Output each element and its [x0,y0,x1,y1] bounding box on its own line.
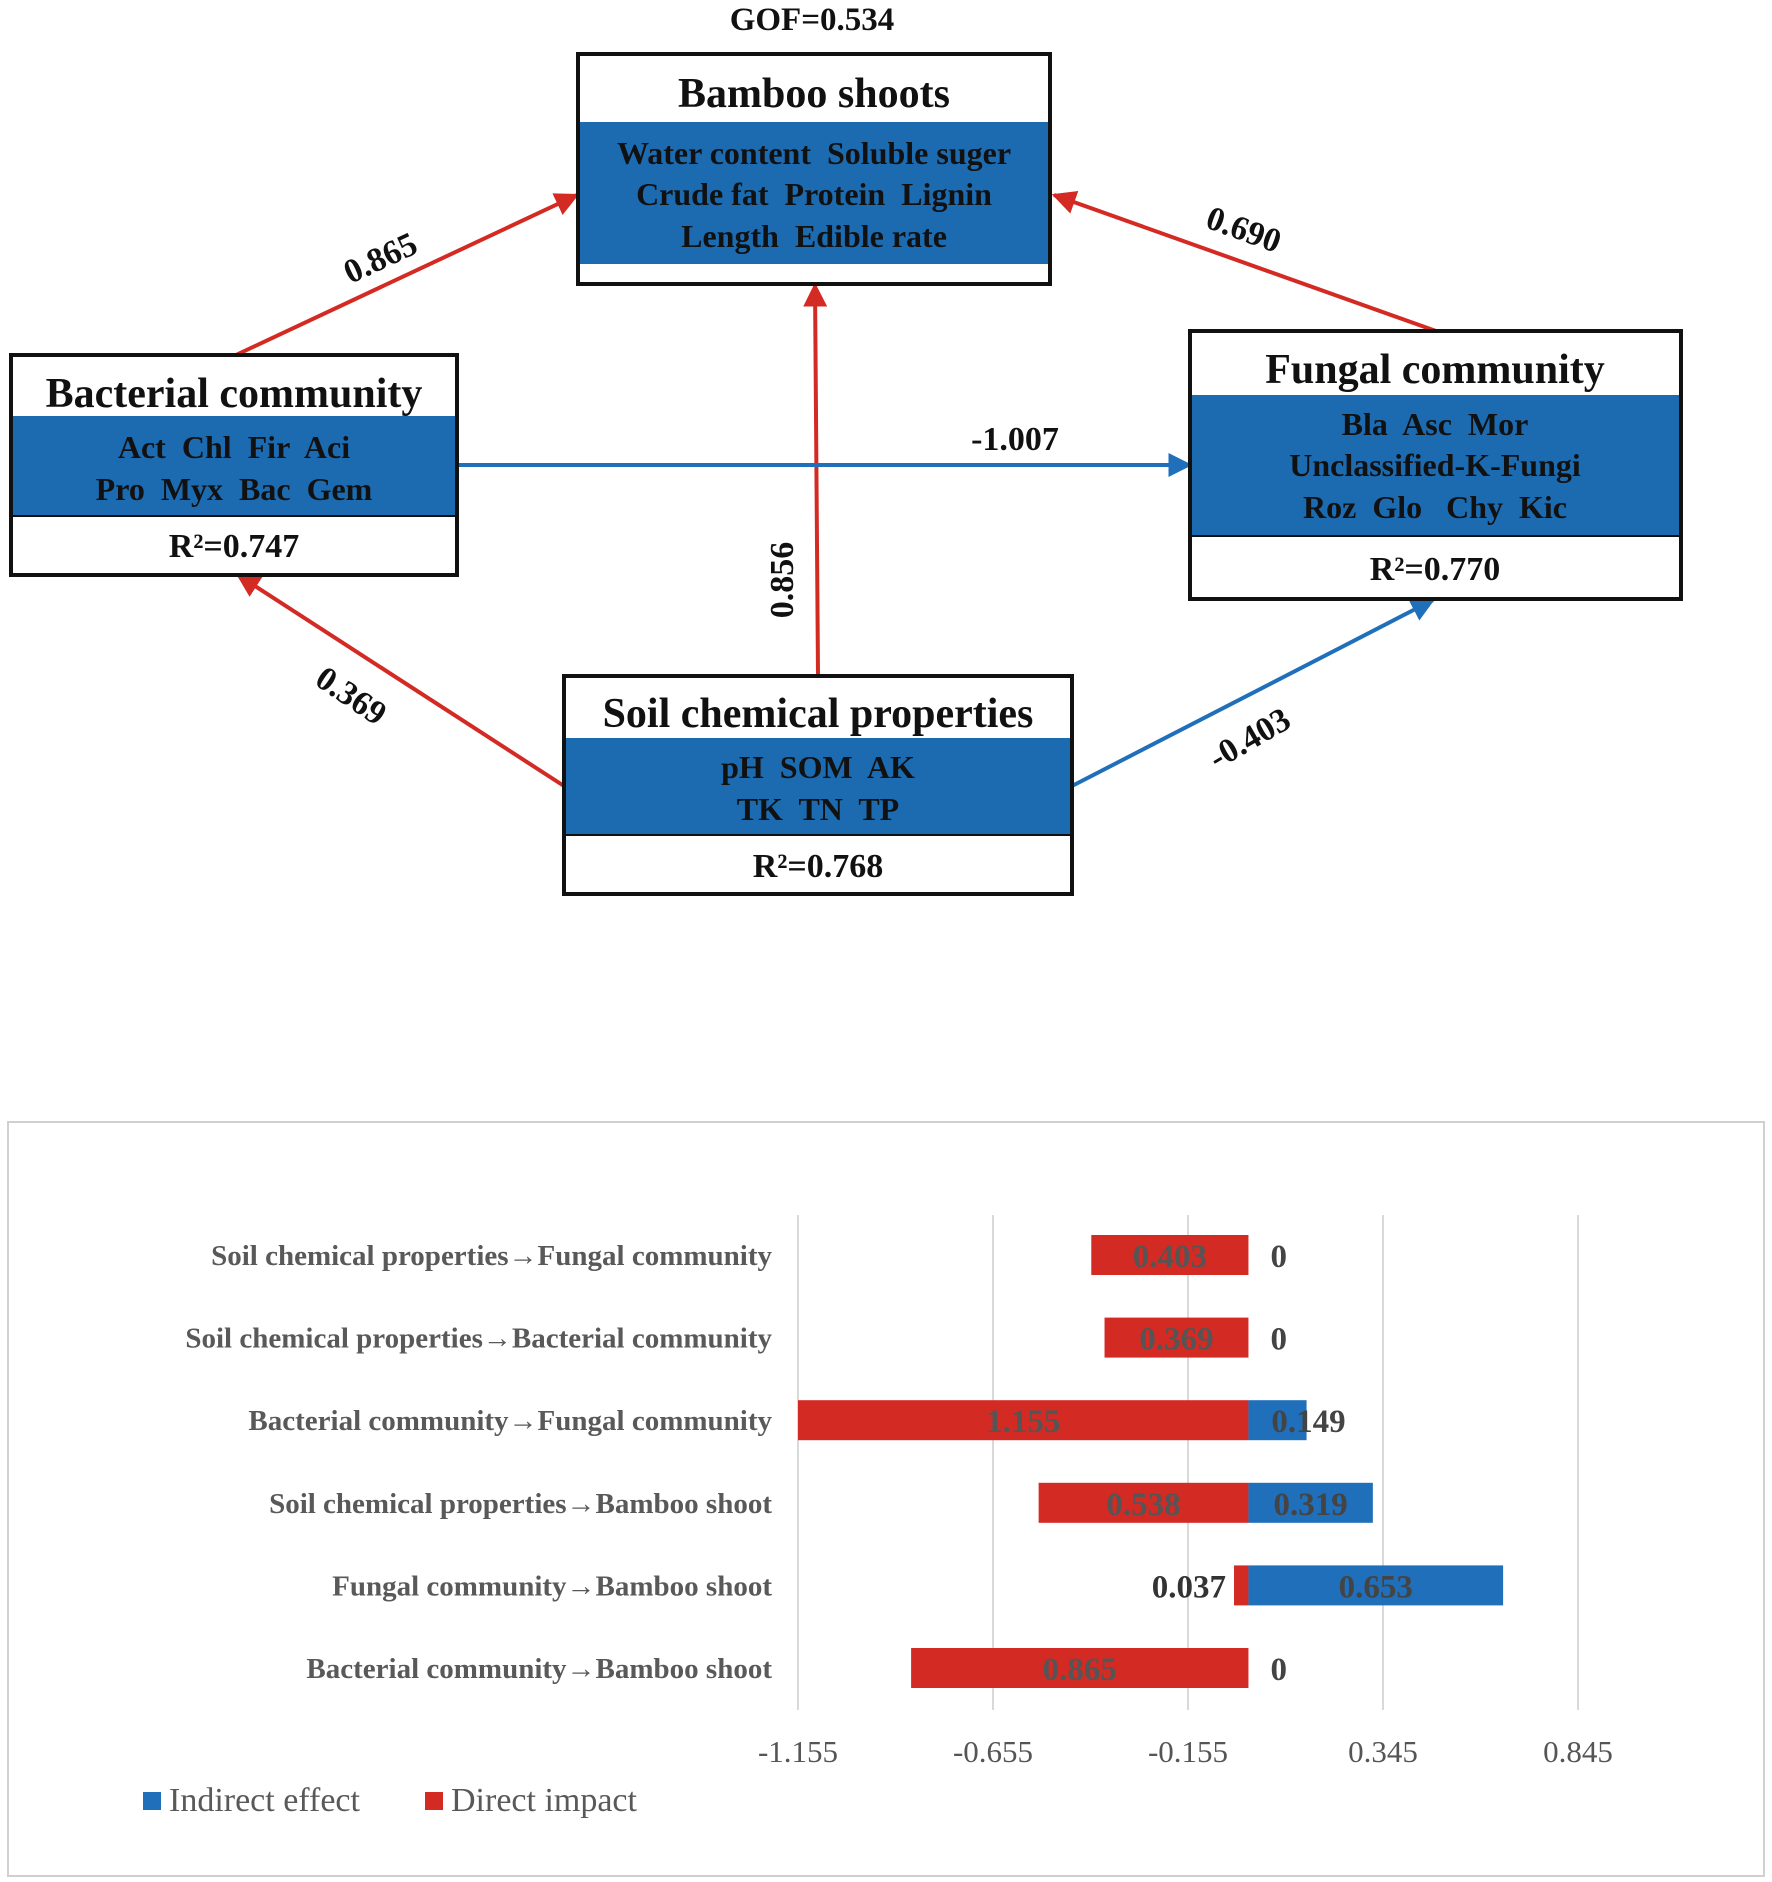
category-label: Bacterial community→Bamboo shoot [306,1653,772,1685]
category-label: Soil chemical properties→Bamboo shoot [269,1488,772,1520]
x-tick-label: -0.155 [1148,1734,1228,1769]
bar-direct-impact [1234,1565,1249,1606]
data-label-indirect: 0 [1270,1652,1287,1688]
box-line: Pro Myx Bac Gem [96,471,373,507]
box-line: TK TN TP [737,791,899,827]
bar-direct-impact [1104,1317,1249,1358]
data-label-indirect: 0.319 [1274,1487,1348,1523]
box-soil-chemical-properties: Soil chemical properties pH SOM AK TK TN… [562,674,1074,896]
box-line: Roz Glo Chy Kic [1303,489,1567,525]
bar-indirect-effect [1248,1565,1504,1606]
box-bacterial-community: Bacterial community Act Chl Fir Aci Pro … [9,353,459,577]
legend-label: Indirect effect [169,1782,361,1819]
box-line: Unclassified-K-Fungi [1289,447,1581,483]
path-bacterial-to-bamboo [235,193,580,357]
data-label-indirect: 0 [1270,1239,1287,1275]
box-line: Water content Soluble suger [617,135,1011,171]
data-label-indirect: 0.653 [1339,1569,1413,1605]
box-fungal-community: Fungal community Bla Asc Mor Unclassifie… [1188,329,1683,601]
gof-label: GOF=0.534 [730,2,895,38]
box-bamboo-shoots: Bamboo shoots Water content Soluble suge… [576,52,1052,286]
bar-direct-impact [1091,1235,1249,1275]
data-label-direct: 0.037 [1152,1569,1226,1605]
path-soil-to-bamboo [803,282,828,676]
r2-label: R²=0.747 [169,528,300,565]
box-title: Fungal community [1265,347,1605,393]
x-tick-label: 0.845 [1543,1734,1613,1769]
data-label-direct: 0.403 [1133,1239,1207,1275]
legend-label: Direct impact [451,1782,638,1819]
bar-direct-impact [798,1400,1249,1441]
path-fungal-to-bamboo [1051,190,1437,333]
box-line: Length Edible rate [681,218,947,254]
data-label-indirect: 0.149 [1271,1404,1345,1440]
bar-direct-impact [1038,1482,1249,1523]
effects-chart: Soil chemical properties→Fungal communit… [7,1121,1765,1877]
legend-swatch [425,1792,443,1810]
coef-bacterial-bamboo: 0.865 [338,226,423,292]
x-tick-label: -0.655 [953,1734,1033,1769]
r2-label: R²=0.768 [753,848,884,885]
bar-indirect-effect [1248,1400,1307,1441]
path-soil-to-bacterial [235,573,566,788]
data-label-indirect: 0 [1270,1322,1287,1358]
coef-soil-bamboo: 0.856 [764,542,801,619]
path-soil-to-fungal [1071,598,1436,788]
x-tick-label: -1.155 [758,1734,838,1769]
box-title: Bamboo shoots [678,71,950,117]
data-label-direct: 0.369 [1139,1322,1213,1358]
coef-bacterial-fungal: -1.007 [971,421,1059,458]
box-line: pH SOM AK [721,749,915,785]
data-label-direct: 0.865 [1043,1652,1117,1688]
x-tick-label: 0.345 [1348,1734,1418,1769]
coef-soil-bacterial: 0.369 [309,660,393,733]
chart-frame [7,1121,1765,1877]
legend-swatch [143,1792,161,1810]
category-label: Fungal community→Bamboo shoot [332,1570,772,1602]
box-line: Crude fat Protein Lignin [636,176,992,212]
bar-direct-impact [911,1648,1249,1688]
r2-label: R²=0.770 [1370,551,1501,588]
box-line: Act Chl Fir Aci [118,429,350,465]
path-model: GOF=0.534 0.865 0.690 0.856 -1.007 0.369… [9,2,1683,896]
box-line: Bla Asc Mor [1342,406,1529,442]
data-label-direct: 0.538 [1106,1487,1180,1523]
chart-legend: Indirect effect Direct impact [143,1782,638,1819]
category-label: Bacterial community→Fungal community [248,1405,772,1437]
bar-indirect-effect [1248,1482,1373,1523]
box-title: Bacterial community [46,371,423,417]
category-label: Soil chemical properties→Fungal communit… [211,1240,772,1272]
category-label: Soil chemical properties→Bacterial commu… [185,1323,772,1355]
box-title: Soil chemical properties [603,691,1034,737]
data-label-direct: 1.155 [986,1404,1060,1440]
